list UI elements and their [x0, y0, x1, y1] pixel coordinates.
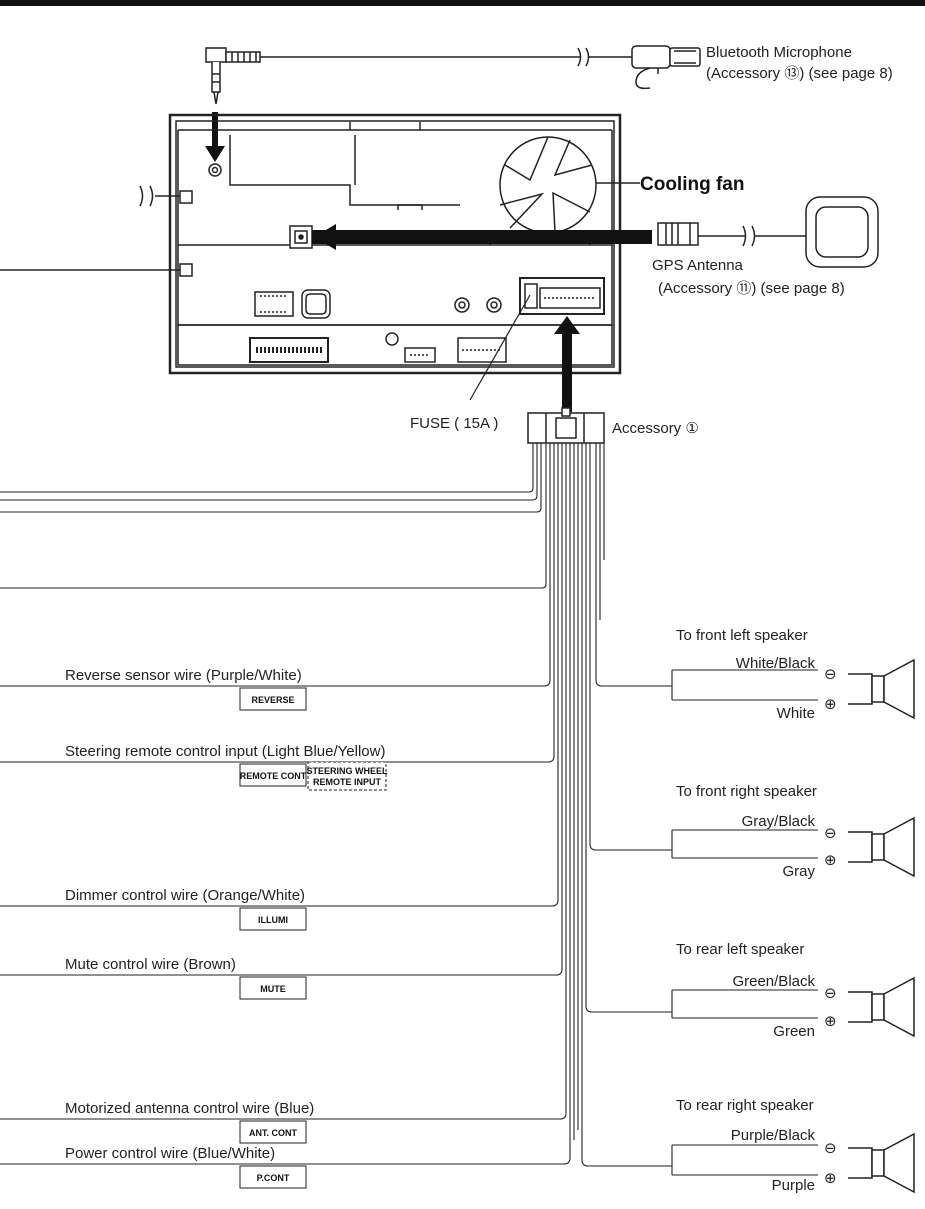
wire-label-pcont: Power control wire (Blue/White)	[65, 1145, 275, 1162]
remote-cont-tag: REMOTE CONT	[239, 763, 307, 787]
accessory1-connector	[527, 407, 605, 444]
cooling-fan-label: Cooling fan	[640, 174, 744, 195]
svg-text:Gray: Gray	[782, 863, 815, 880]
accessory1-label: Accessory ①	[612, 420, 699, 437]
bt-mic-label: Bluetooth Microphone	[706, 44, 852, 61]
speaker-rear-left: To rear left speaker Green/Black Green ⊖…	[671, 941, 915, 1040]
svg-text:To rear left speaker: To rear left speaker	[676, 941, 804, 958]
gps-antenna-label: GPS Antenna	[652, 257, 744, 274]
svg-text:Green: Green	[773, 1023, 815, 1040]
top-rule	[0, 0, 925, 6]
svg-text:White: White	[777, 705, 815, 722]
gps-antenna	[312, 196, 879, 268]
mute-tag: MUTE	[239, 976, 307, 1000]
svg-text:ANT. CONT: ANT. CONT	[249, 1128, 297, 1138]
svg-text:⊖: ⊖	[824, 985, 837, 1002]
svg-text:STEERING WHEEL: STEERING WHEEL	[306, 766, 388, 776]
svg-text:⊕: ⊕	[824, 852, 837, 869]
wire-label-ant: Motorized antenna control wire (Blue)	[65, 1100, 314, 1117]
bt-microphone-cable	[205, 45, 701, 105]
svg-text:To front left speaker: To front left speaker	[676, 627, 808, 644]
minus-symbol: ⊖	[824, 666, 837, 683]
svg-text:REVERSE: REVERSE	[251, 695, 294, 705]
speaker-front-right: To front right speaker Gray/Black Gray ⊖…	[671, 783, 915, 880]
wire-label-mute: Mute control wire (Brown)	[65, 956, 236, 973]
svg-text:White/Black: White/Black	[736, 655, 816, 672]
ant-cont-tag: ANT. CONT	[239, 1120, 307, 1144]
wire-label-steering: Steering remote control input (Light Blu…	[65, 743, 385, 760]
svg-text:ILLUMI: ILLUMI	[258, 915, 288, 925]
bt-mic-accessory-label: (Accessory ⑬) (see page 8)	[706, 65, 893, 82]
svg-text:Purple: Purple	[772, 1177, 815, 1194]
speaker-front-left: To front left speaker White/Black White …	[671, 627, 915, 722]
svg-text:Gray/Black: Gray/Black	[742, 813, 816, 830]
wire-label-reverse: Reverse sensor wire (Purple/White)	[65, 667, 302, 684]
svg-text:P.CONT: P.CONT	[257, 1173, 290, 1183]
svg-text:To rear right speaker: To rear right speaker	[676, 1097, 814, 1114]
harness-insert-arrow	[554, 316, 580, 412]
svg-text:MUTE: MUTE	[260, 984, 286, 994]
fuse-label: FUSE ( 15A )	[410, 415, 498, 432]
gps-antenna-accessory-label: (Accessory ⑪) (see page 8)	[658, 280, 845, 297]
wire-label-dimmer: Dimmer control wire (Orange/White)	[65, 887, 305, 904]
svg-text:⊕: ⊕	[824, 1170, 837, 1187]
illumi-tag: ILLUMI	[239, 907, 307, 931]
svg-text:Purple/Black: Purple/Black	[731, 1127, 816, 1144]
speaker-icon	[848, 816, 915, 878]
wire-harness	[0, 443, 672, 1167]
steering-wheel-remote-tag: STEERING WHEEL REMOTE INPUT	[306, 761, 388, 791]
speaker-rear-right: To rear right speaker Purple/Black Purpl…	[671, 1097, 915, 1194]
svg-text:REMOTE INPUT: REMOTE INPUT	[313, 777, 382, 787]
reverse-tag: REVERSE	[239, 687, 307, 711]
fuse-leader	[469, 294, 531, 401]
plus-symbol: ⊕	[824, 696, 837, 713]
svg-text:⊕: ⊕	[824, 1013, 837, 1030]
speaker-icon	[848, 976, 915, 1038]
svg-text:⊖: ⊖	[824, 825, 837, 842]
svg-text:Green/Black: Green/Black	[732, 973, 815, 990]
speaker-icon	[848, 658, 915, 720]
mic-insert-arrow	[205, 112, 225, 162]
svg-text:REMOTE CONT: REMOTE CONT	[240, 771, 307, 781]
svg-text:⊖: ⊖	[824, 1140, 837, 1157]
svg-text:To front right speaker: To front right speaker	[676, 783, 817, 800]
pcont-tag: P.CONT	[239, 1165, 307, 1189]
wire-labels: Reverse sensor wire (Purple/White) REVER…	[65, 667, 388, 1189]
speaker-icon	[848, 1132, 915, 1194]
